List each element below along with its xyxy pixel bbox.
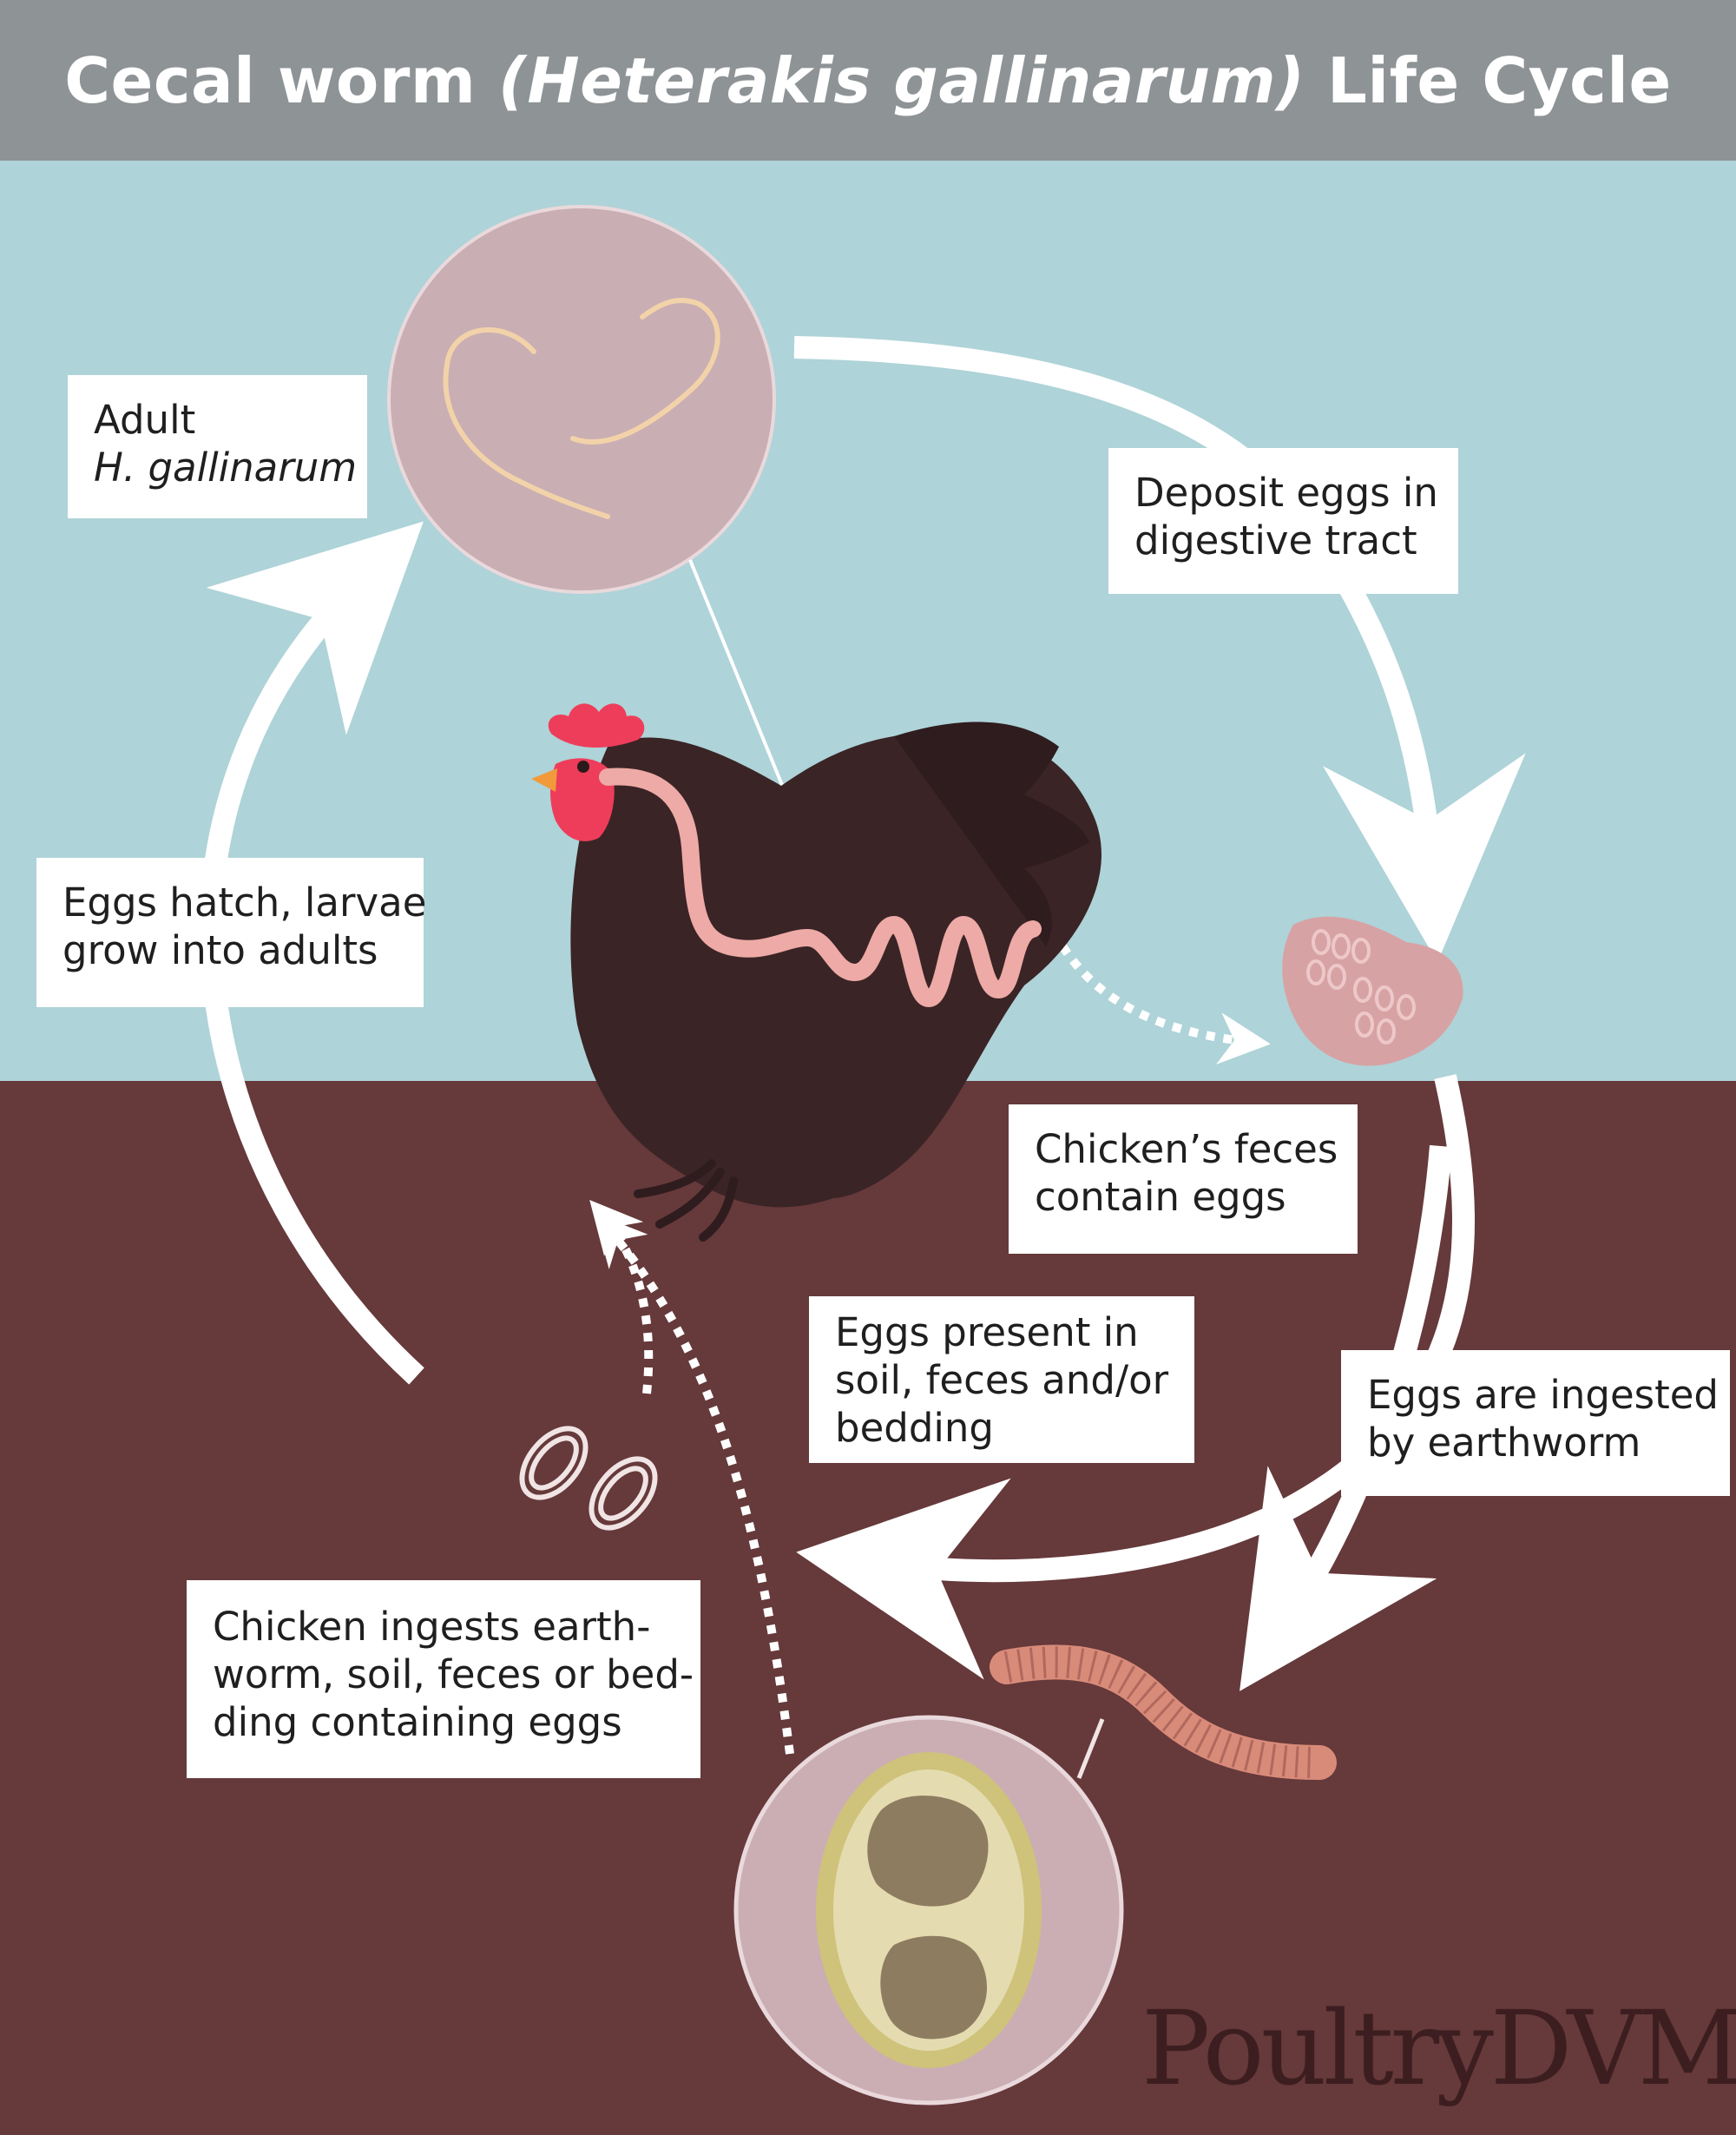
label-hatch-line1: Eggs hatch, larvae: [62, 880, 427, 926]
label-deposit-eggs: Deposit eggs in digestive tract: [1108, 448, 1458, 594]
label-adult-line2: H. gallinarum: [94, 445, 358, 491]
dotted-arrow-to-chicken-right: [593, 1213, 794, 1755]
label-chicken-ingests: Chicken ingests earth- worm, soil, feces…: [187, 1580, 700, 1778]
label-ingests-line3: ding containing eggs: [213, 1699, 622, 1745]
label-earthworm-line2: by earthworm: [1367, 1420, 1641, 1466]
label-present-line2: soil, feces and/or: [835, 1357, 1169, 1403]
title-suffix: Life Cycle: [1305, 43, 1672, 117]
title-species: (Heterakis gallinarum): [497, 43, 1305, 117]
label-adult: Adult H. gallinarum: [68, 375, 367, 518]
label-deposit-line2: digestive tract: [1134, 517, 1417, 563]
label-eggs-present: Eggs present in soil, feces and/or beddi…: [809, 1296, 1194, 1463]
egg-icon: [733, 1715, 1124, 2105]
brand-logo: PoultryDVM: [1141, 1988, 1736, 2108]
title-bar: Cecal worm (Heterakis gallinarum) Life C…: [0, 0, 1736, 161]
label-feces-contain-eggs: Chicken’s feces contain eggs: [1009, 1104, 1358, 1254]
egg-pair-icon: [519, 1426, 658, 1531]
label-ingests-line1: Chicken ingests earth-: [213, 1604, 651, 1650]
feces-icon: [1282, 916, 1463, 1066]
label-earthworm-line1: Eggs are ingested: [1367, 1372, 1719, 1418]
earthworm-icon: [990, 1644, 1337, 1780]
title-prefix: Cecal worm: [64, 43, 498, 117]
label-feces-line1: Chicken’s feces: [1035, 1126, 1338, 1172]
label-ingests-line2: worm, soil, feces or bed-: [213, 1651, 694, 1697]
adult-worm-icon: [387, 205, 776, 594]
label-adult-line1: Adult: [94, 397, 196, 443]
label-present-line1: Eggs present in: [835, 1309, 1139, 1355]
dotted-arrow-to-chicken-left: [589, 1199, 654, 1394]
label-present-line3: bedding: [835, 1405, 994, 1451]
dotted-arrow-to-feces: [1042, 913, 1271, 1064]
label-feces-line2: contain eggs: [1035, 1174, 1286, 1220]
pointer-line-egg: [1076, 1718, 1105, 1779]
label-hatch-line2: grow into adults: [62, 927, 378, 973]
label-deposit-line1: Deposit eggs in: [1134, 470, 1438, 516]
chicken-icon: [531, 703, 1101, 1242]
chicken-intestine: [599, 768, 1042, 1008]
label-eggs-ingested-earthworm: Eggs are ingested by earthworm: [1341, 1350, 1730, 1496]
page-title: Cecal worm (Heterakis gallinarum) Life C…: [64, 44, 1672, 117]
label-eggs-hatch: Eggs hatch, larvae grow into adults: [36, 858, 427, 1007]
